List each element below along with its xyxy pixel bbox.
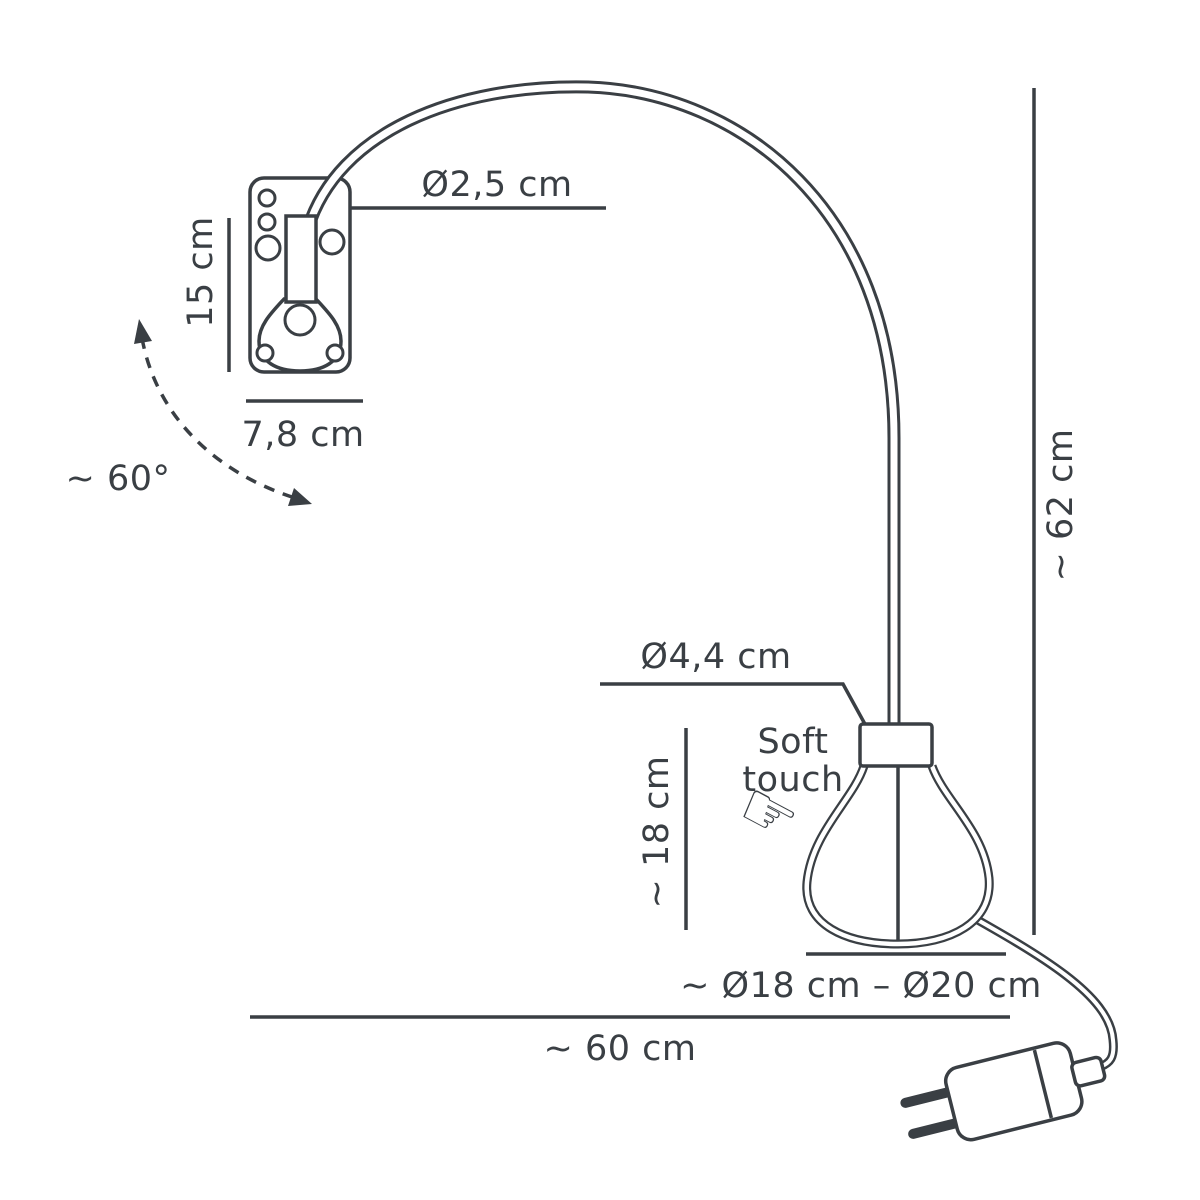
pivot-hole bbox=[283, 303, 317, 337]
shade-neck-cap bbox=[858, 722, 934, 768]
swivel-arrowhead-top bbox=[134, 319, 152, 344]
swivel-arrowhead-bottom bbox=[288, 488, 312, 506]
lamp-shade-inner-line bbox=[804, 765, 992, 947]
power-adapter bbox=[900, 1041, 1107, 1142]
power-cable-highlight bbox=[959, 908, 1116, 1069]
screw-hole bbox=[257, 188, 277, 208]
label-soft-touch-line1: Soft bbox=[757, 722, 828, 762]
screw-hole bbox=[257, 212, 277, 232]
adapter-prong bbox=[900, 1086, 956, 1108]
label-bracket-width: 7,8 cm bbox=[241, 415, 364, 455]
adapter-body bbox=[943, 1041, 1084, 1142]
screw-hole bbox=[325, 343, 345, 363]
screw-hole bbox=[254, 234, 282, 262]
screw-hole bbox=[255, 343, 275, 363]
screw-hole bbox=[318, 228, 346, 256]
cable-connector bbox=[1070, 1055, 1107, 1088]
bracket-arm bbox=[284, 214, 318, 304]
adapter-prong bbox=[908, 1117, 963, 1139]
label-bracket-height: 15 cm bbox=[181, 216, 221, 328]
label-swivel-angle: ~ 60° bbox=[66, 459, 171, 499]
dimension-line-neck-diameter bbox=[600, 682, 868, 727]
label-overall-height: ~ 62 cm bbox=[1041, 429, 1081, 582]
label-shade-diameter-range: ~ Ø18 cm – Ø20 cm bbox=[680, 966, 1042, 1006]
label-neck-diameter: Ø4,4 cm bbox=[640, 637, 791, 677]
label-shade-height: ~ 18 cm bbox=[637, 756, 677, 909]
label-soft-touch-line2: touch bbox=[742, 760, 843, 800]
label-arm-reach: ~ 60 cm bbox=[544, 1029, 697, 1069]
label-tube-diameter: Ø2,5 cm bbox=[421, 165, 572, 205]
swivel-arc bbox=[140, 337, 296, 500]
adapter-body-seam bbox=[1032, 1049, 1054, 1119]
arc-tube-inner bbox=[304, 83, 898, 732]
